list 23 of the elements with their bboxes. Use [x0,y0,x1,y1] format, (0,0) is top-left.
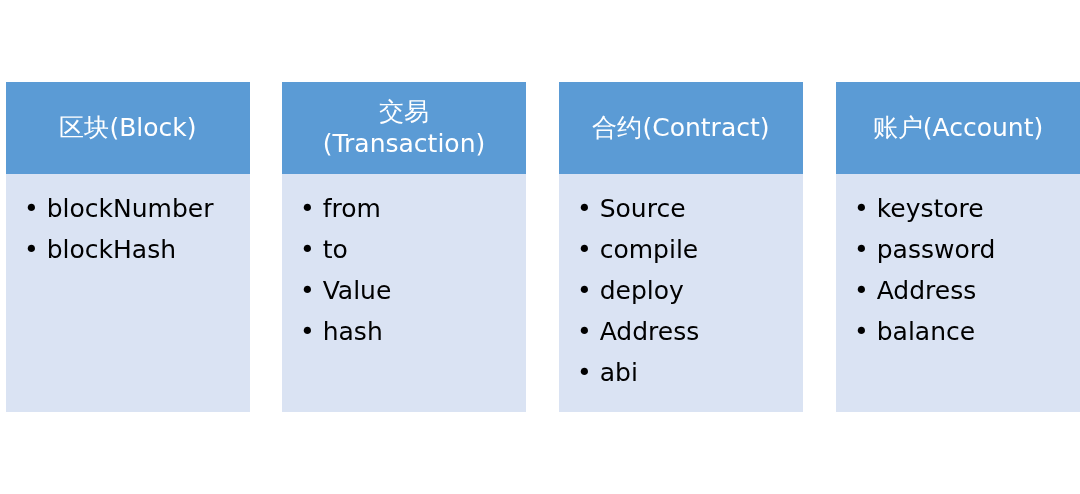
bullet-item: • Value [300,275,393,307]
header-box: 合约(Contract) [559,82,803,174]
bullet-item: • Address [854,275,978,307]
list-panel [282,174,526,412]
list-panel [836,174,1080,412]
bullet-item: • from [300,193,382,225]
bullet-item: • keystore [854,193,985,225]
bullet-item: • blockNumber [24,193,215,225]
bullet-item: • Source [577,193,687,225]
bullet-item: • password [854,234,997,266]
bullet-item: • compile [577,234,700,266]
header-box: 交易 (Transaction) [282,82,526,174]
header-box: 账户(Account) [836,82,1080,174]
bullet-item: • abi [577,357,639,389]
bullet-item: • blockHash [24,234,177,266]
list-panel [6,174,250,412]
bullet-item: • deploy [577,275,685,307]
header-box: 区块(Block) [6,82,250,174]
bullet-item: • to [300,234,349,266]
bullet-item: • hash [300,316,384,348]
bullet-item: • Address [577,316,701,348]
list-panel [559,174,803,412]
bullet-item: • balance [854,316,977,348]
